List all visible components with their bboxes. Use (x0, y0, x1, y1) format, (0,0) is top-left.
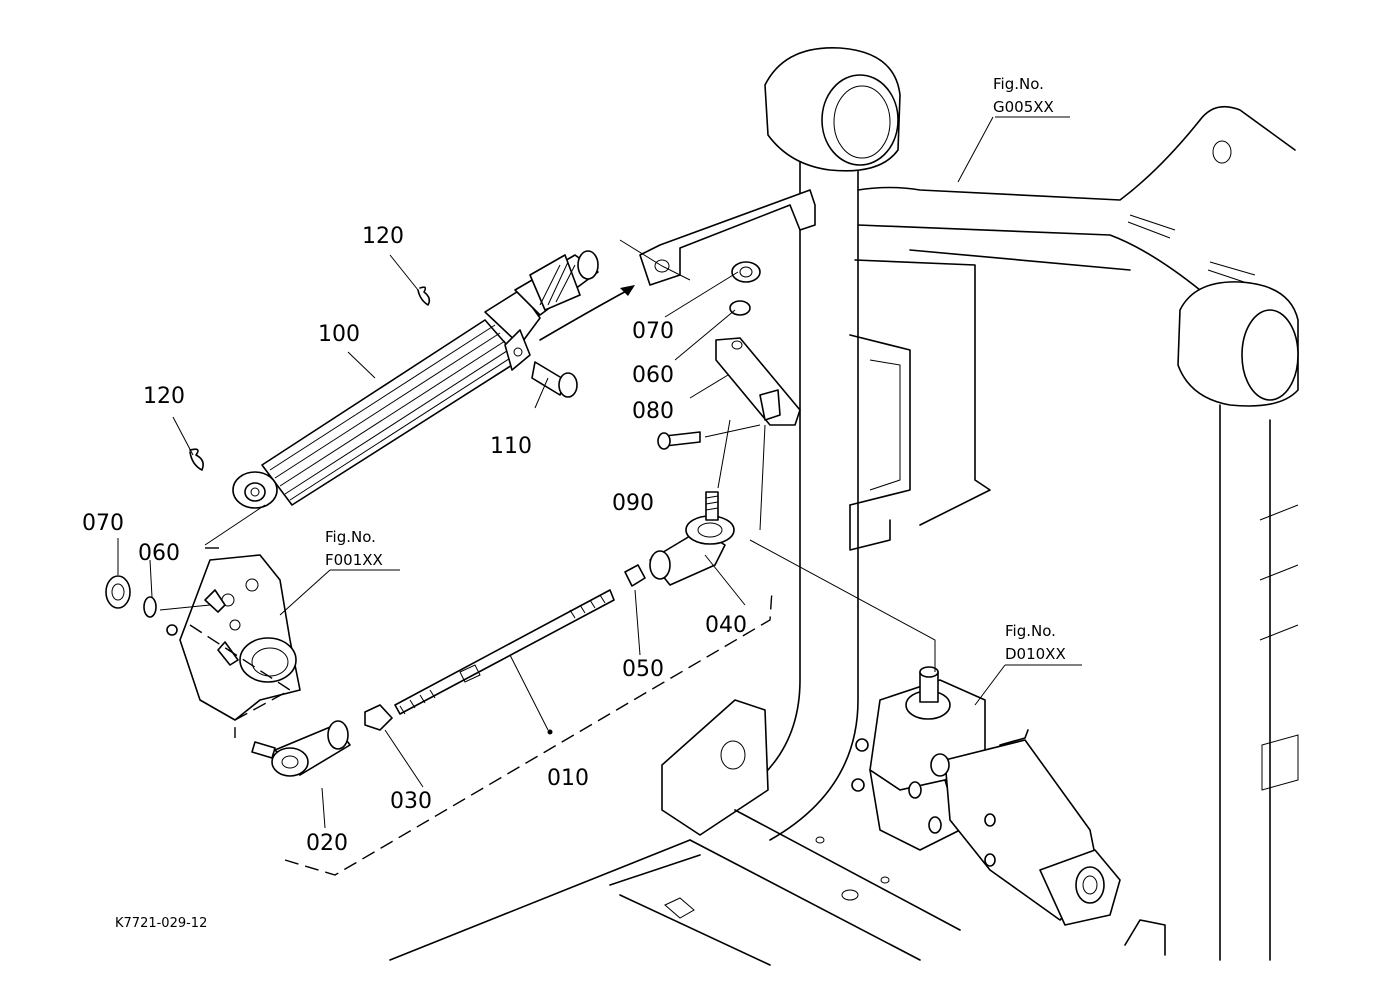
callout-030: 030 (390, 789, 432, 814)
callout-060-left: 060 (138, 541, 180, 566)
rod-end-040 (624, 491, 735, 587)
figref-d010-line1: Fig.No. (1005, 622, 1056, 640)
callout-120-top: 120 (362, 224, 404, 249)
bracket-f001 (105, 504, 301, 721)
figref-f001-line2: F001XX (325, 551, 383, 569)
frame-assembly (389, 47, 1299, 966)
callout-120-left: 120 (143, 384, 185, 409)
link-plate-group (657, 261, 801, 531)
figref-d010-line2: D010XX (1005, 645, 1066, 663)
callout-070-right: 070 (632, 319, 674, 344)
r-pin-clip-top (417, 286, 431, 306)
callout-090: 090 (612, 491, 654, 516)
callout-070-left: 070 (82, 511, 124, 536)
callout-100: 100 (318, 322, 360, 347)
rod-end-020 (251, 704, 393, 777)
callout-040: 040 (705, 613, 747, 638)
callout-110: 110 (490, 434, 532, 459)
tie-rod-010 (394, 589, 615, 735)
r-pin-clip-left (189, 448, 204, 471)
assembly-dash-line-bottom (284, 589, 773, 876)
figref-g005-line1: Fig.No. (993, 75, 1044, 93)
figref-g005-line2: G005XX (993, 98, 1054, 116)
callout-020: 020 (306, 831, 348, 856)
arrow-head-icon (620, 285, 635, 296)
callout-080: 080 (632, 399, 674, 424)
assembly-dash-line (189, 624, 292, 738)
figref-f001-line1: Fig.No. (325, 528, 376, 546)
drawing-number: K7721-029-12 (115, 916, 207, 931)
spring-coil (269, 324, 516, 501)
callout-050: 050 (622, 657, 664, 682)
leader-lines (117, 116, 1082, 829)
callout-010: 010 (547, 766, 589, 791)
callout-060-right: 060 (632, 363, 674, 388)
valve-assembly (749, 539, 1121, 926)
gas-spring-assembly (189, 250, 599, 509)
